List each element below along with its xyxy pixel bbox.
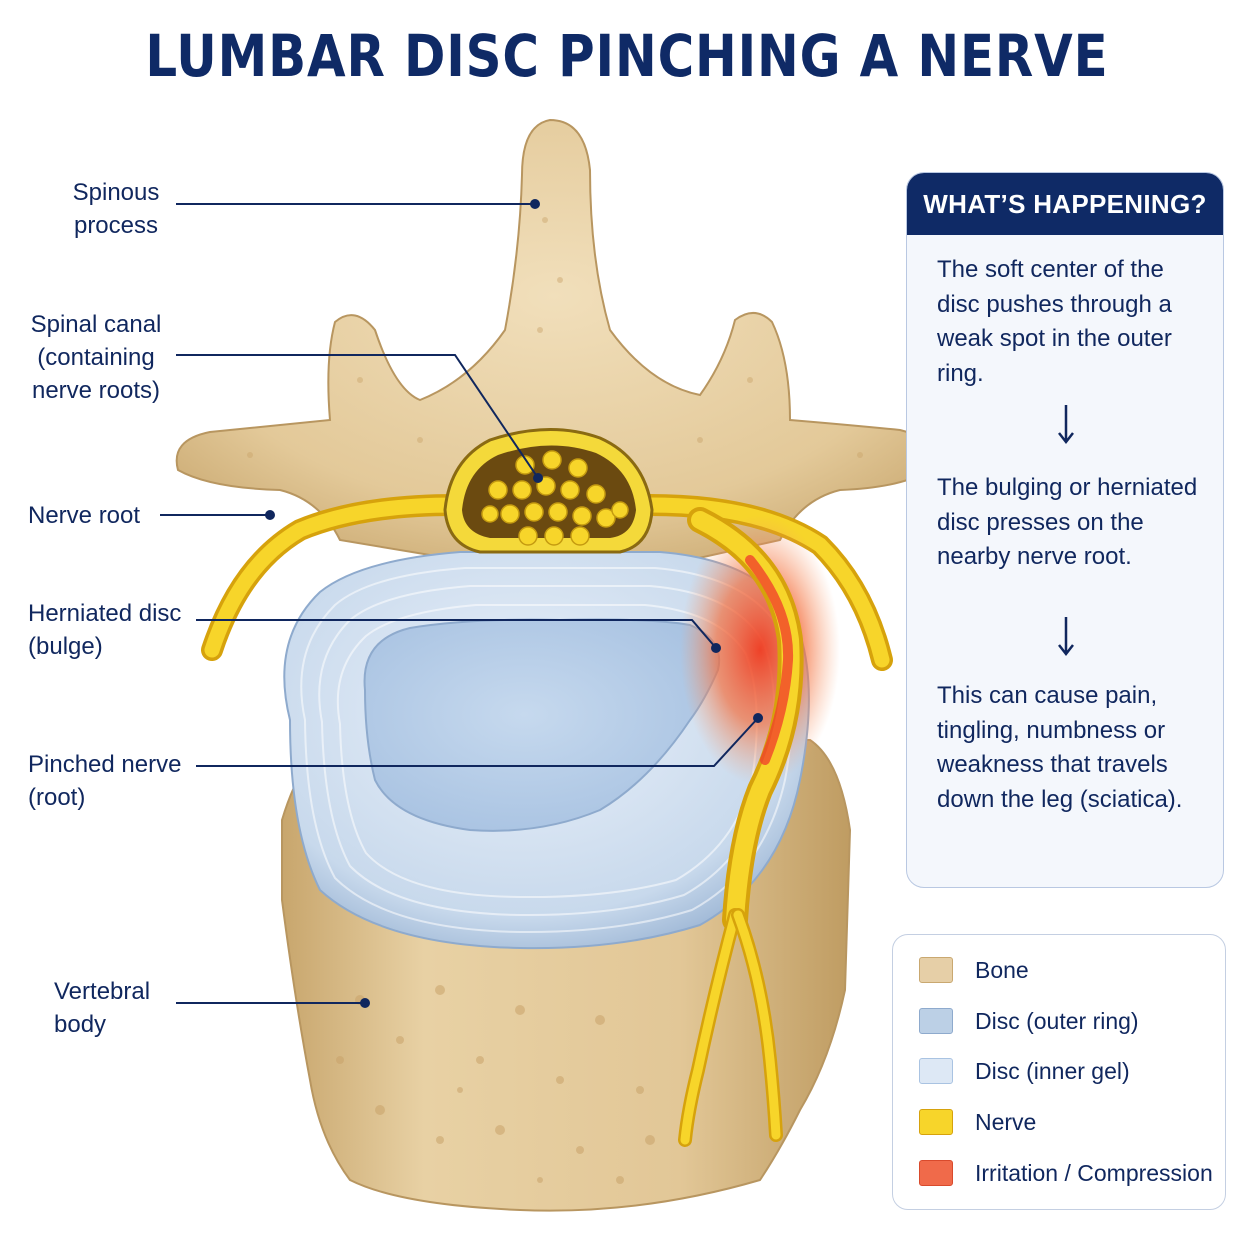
leader-pinched-nerve	[196, 717, 759, 767]
leader-lines	[160, 203, 759, 1004]
swatch-nerve	[919, 1109, 953, 1135]
leader-herniated-disc	[196, 619, 717, 649]
legend-label: Disc (outer ring)	[975, 1008, 1139, 1034]
info-step-1: The soft center of the disc pushes throu…	[937, 256, 1172, 387]
posterior-arch	[175, 118, 933, 561]
swatch-disc-inner	[919, 1058, 953, 1084]
swatch-bone	[919, 957, 953, 983]
legend-label: Nerve	[975, 1109, 1037, 1135]
legend-label: Irritation / Compression	[975, 1160, 1213, 1186]
legend-label: Disc (inner gel)	[975, 1058, 1130, 1084]
info-heading: WHAT’S HAPPENING?	[907, 173, 1223, 235]
label-spinous-process: Spinous process	[72, 179, 160, 239]
legend: Bone Disc (outer ring) Disc (inner gel) …	[892, 934, 1226, 1210]
arrow-down-icon	[1058, 405, 1074, 445]
nerve-root-bundle	[481, 450, 629, 546]
info-panel: WHAT’S HAPPENING? The soft center of the…	[906, 172, 1224, 888]
label-herniated-disc: Herniated disc (bulge)	[28, 600, 182, 660]
irritation-zone	[680, 515, 840, 785]
label-vertebral-body: Vertebral body	[54, 978, 151, 1038]
legend-label: Bone	[975, 957, 1029, 983]
swatch-disc-outer	[919, 1008, 953, 1034]
label-pinched-nerve: Pinched nerve (root)	[28, 751, 182, 811]
swatch-irritation	[919, 1160, 953, 1186]
leader-spinal-canal	[176, 354, 539, 479]
arch-texture	[247, 217, 863, 458]
page-title: LUMBAR DISC PINCHING A NERVE	[145, 22, 1109, 90]
label-nerve-root: Nerve root	[28, 502, 141, 529]
info-step-2: The bulging or herniated disc presses on…	[937, 474, 1198, 570]
leader-dots	[265, 199, 763, 1008]
label-spinal-canal: Spinal canal (containing nerve roots)	[30, 311, 162, 404]
arrow-down-icon	[1058, 617, 1074, 657]
info-step-3: This can cause pain, tingling, numbness …	[937, 682, 1183, 813]
